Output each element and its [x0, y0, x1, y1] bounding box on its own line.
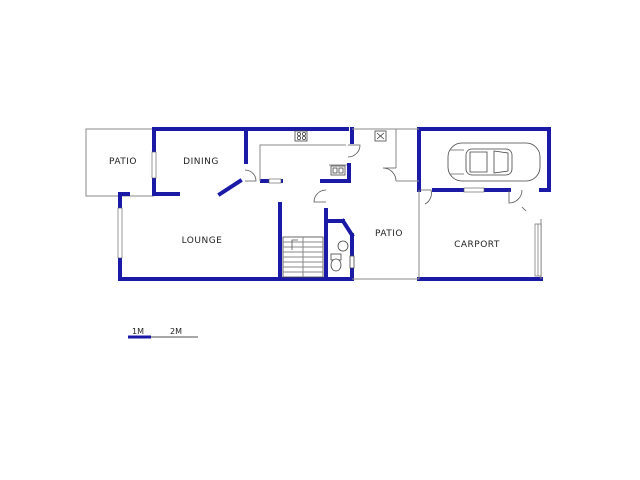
- stove-icon: [294, 130, 308, 142]
- room-label-patio-center: PATIO: [375, 229, 403, 239]
- windows: [117, 151, 542, 277]
- toilet-icon: [330, 253, 342, 272]
- scale-label-2m: 2M: [170, 327, 182, 336]
- basin-wc-icon: [337, 240, 355, 269]
- room-label-lounge: LOUNGE: [182, 236, 223, 246]
- room-label-dining: DINING: [183, 157, 219, 167]
- scale-label-1m: 1M: [132, 327, 144, 336]
- room-label-patio-west: PATIO: [109, 157, 137, 167]
- sink-icon: [330, 165, 346, 176]
- scale-bar: 1M 2M: [128, 327, 198, 339]
- car-icon: [447, 142, 541, 182]
- basin-icon: [374, 130, 387, 142]
- room-label-carport: CARPORT: [454, 240, 500, 250]
- doors: [244, 144, 527, 212]
- staircase-icon: [282, 236, 324, 278]
